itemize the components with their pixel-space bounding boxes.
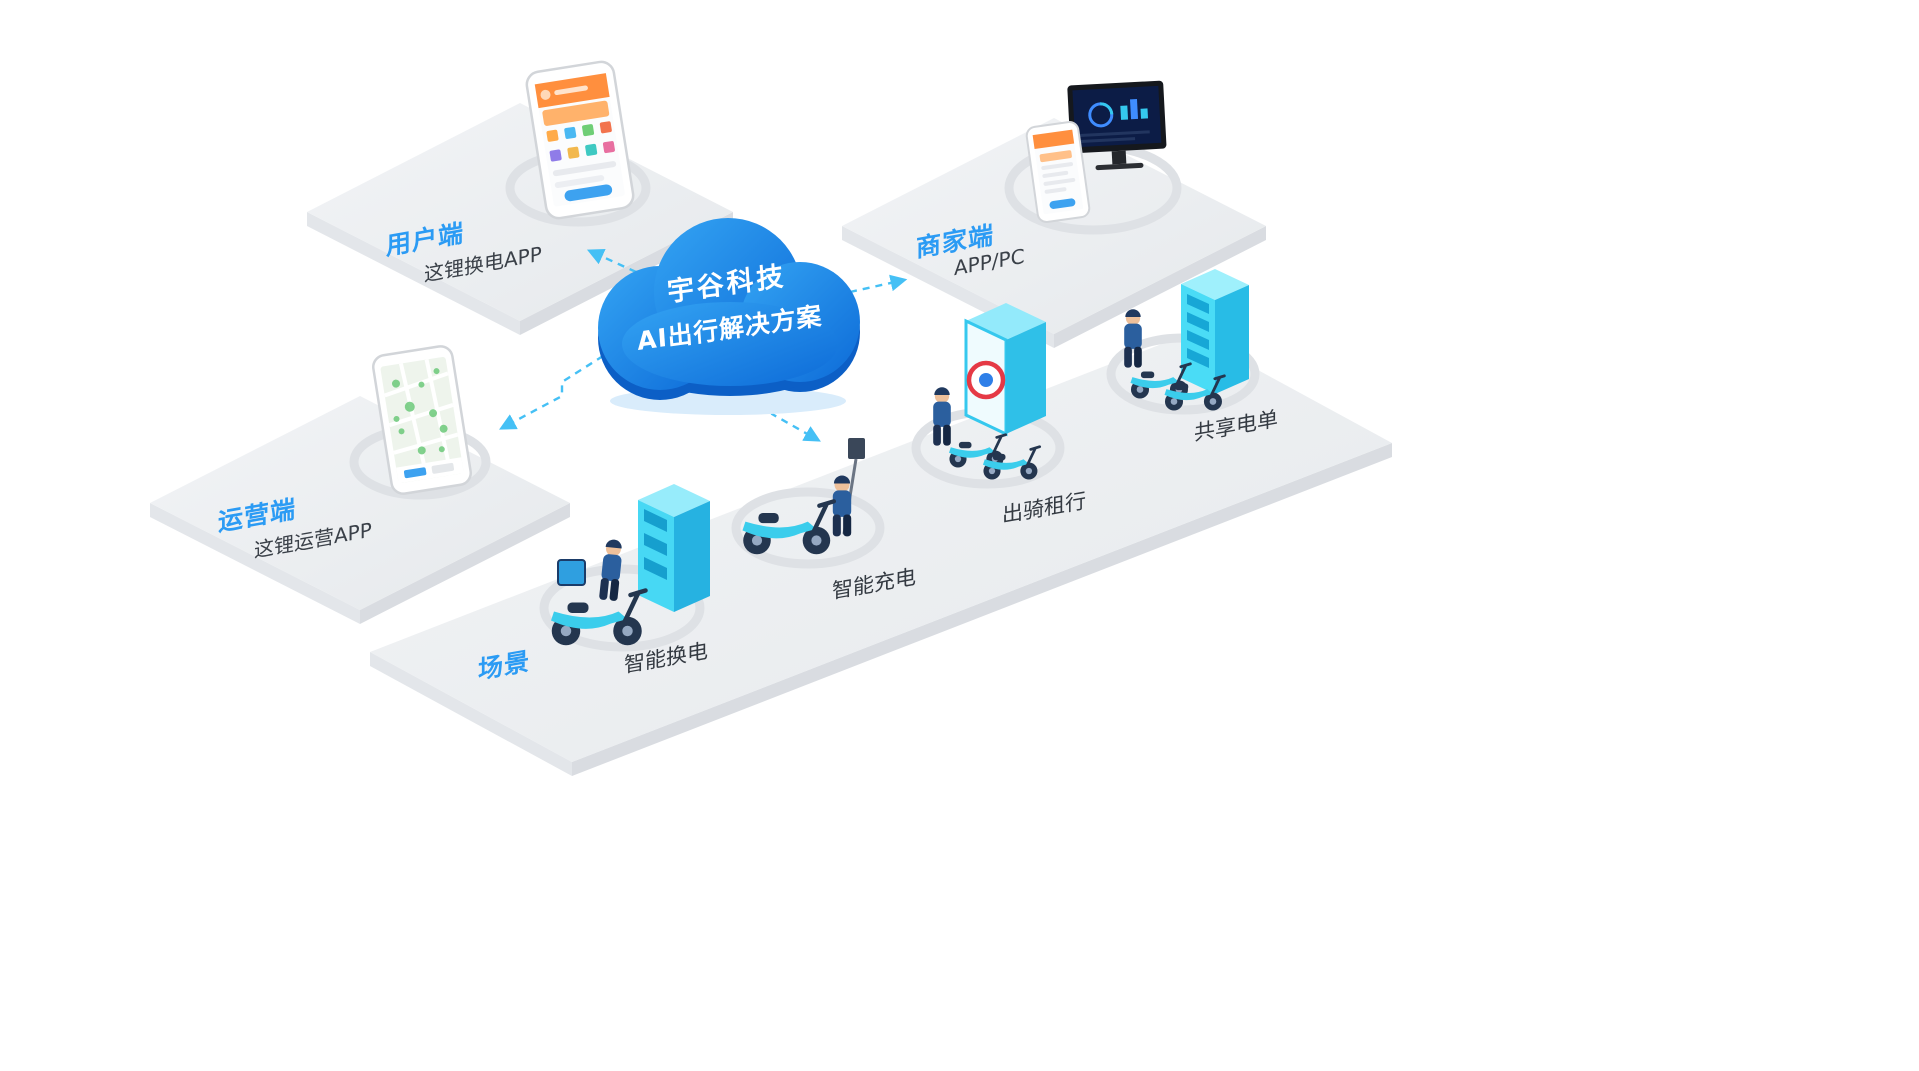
scene-charging-illustration: [743, 438, 865, 554]
platform-scene-surface: [370, 333, 1392, 776]
merchant-phone: [1025, 121, 1091, 223]
cloud: [598, 218, 860, 415]
app-icon-grid: [546, 121, 615, 162]
operation-map-phone: [372, 345, 472, 495]
arrow-cloud-to-user: [586, 248, 637, 274]
scene-ring-charging: [731, 487, 885, 569]
scene-ring-battery-swap: [539, 564, 705, 652]
delivery-box: [557, 559, 586, 586]
arrow-cloud-to-merchant: [849, 274, 908, 294]
cloud-body: [598, 218, 860, 390]
scene-battery-swap-illustration: [551, 484, 710, 645]
merchant-monitor: [1067, 80, 1167, 171]
platform-merchant-surface: [842, 118, 1266, 348]
merchant-devices: [1025, 80, 1167, 223]
scene-rental-illustration: [933, 303, 1046, 481]
map-markers: [391, 368, 448, 455]
platform-operation-surface: [150, 396, 570, 624]
battery-cabinet-slots: [644, 509, 667, 580]
scene-shared-bike-illustration: [1124, 269, 1249, 412]
charging-unit: [848, 438, 865, 459]
shared-cabinet-slots: [1187, 294, 1209, 368]
arrow-cloud-to-operation: [499, 347, 615, 430]
user-app-phone: [525, 60, 635, 220]
